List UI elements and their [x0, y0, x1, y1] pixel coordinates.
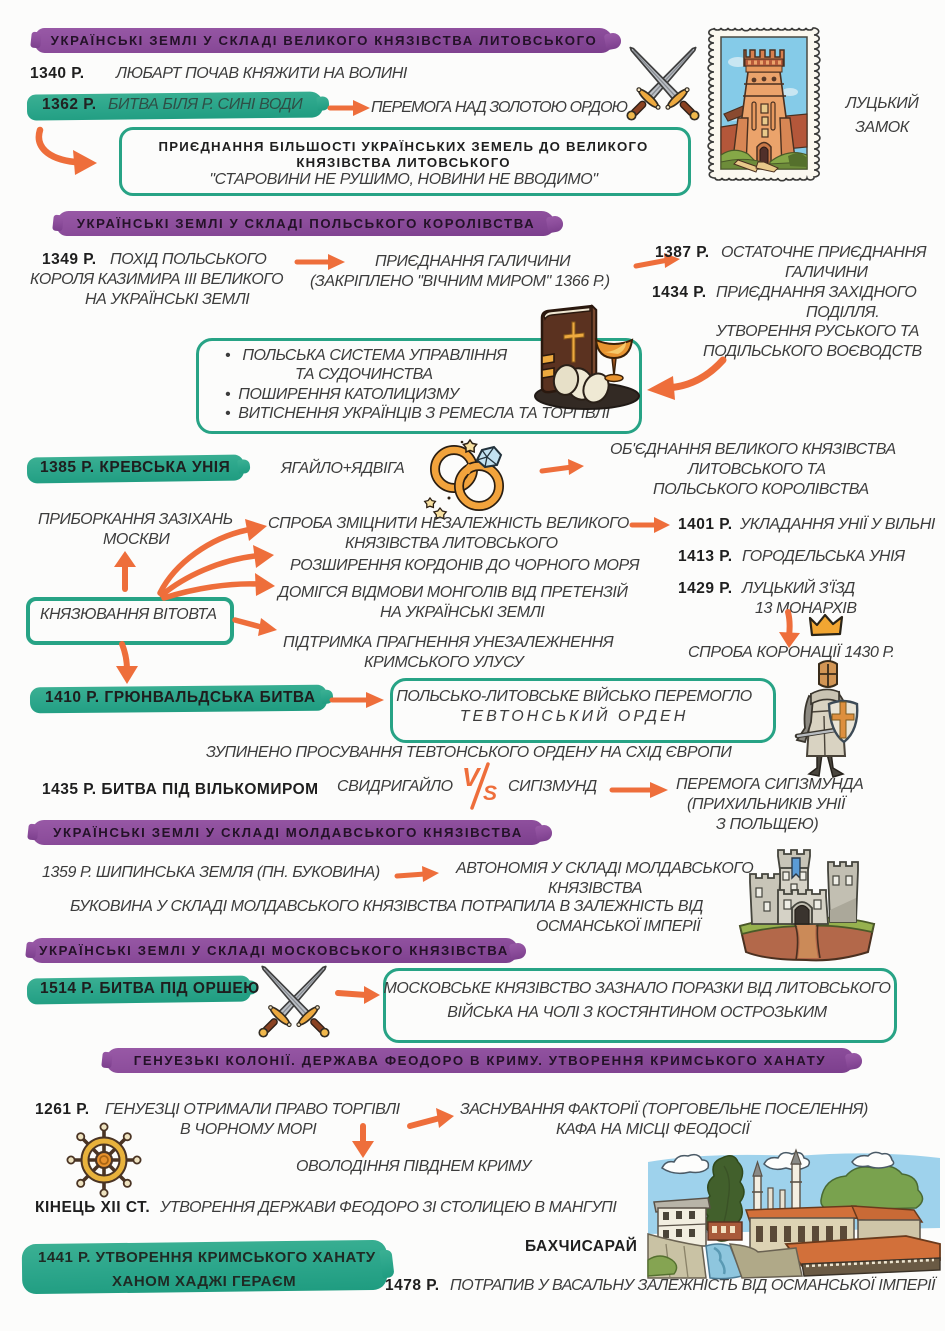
svg-text:S: S — [483, 782, 497, 805]
svg-text:V: V — [462, 762, 482, 792]
